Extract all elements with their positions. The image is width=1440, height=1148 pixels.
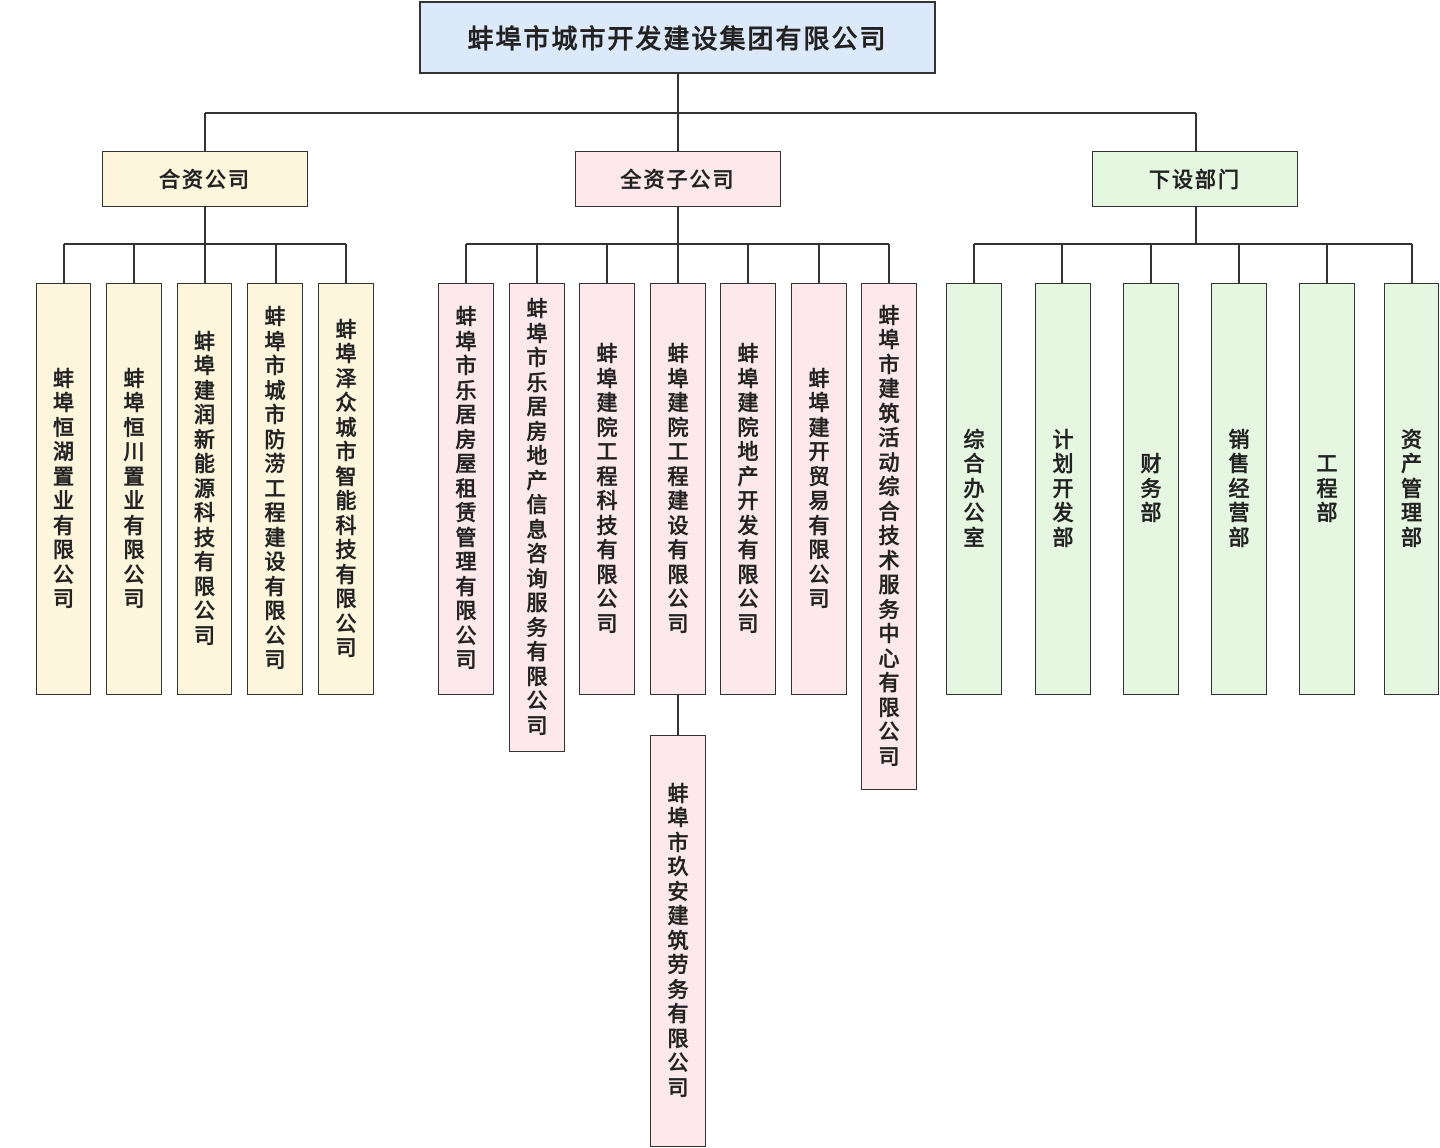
subsidiary-box: 蚌埠建开贸易有限公司 — [791, 283, 847, 695]
department-label: 工程部 — [1316, 452, 1338, 526]
department-box: 计划开发部 — [1035, 283, 1091, 695]
category-joint-venture: 合资公司 — [102, 151, 308, 207]
category-label: 全资子公司 — [620, 168, 736, 192]
jv-company-label: 蚌埠市城市防涝工程建设有限公司 — [264, 305, 286, 673]
department-box: 工程部 — [1299, 283, 1355, 695]
subsidiary-label: 蚌埠建院工程建设有限公司 — [667, 342, 689, 636]
root-company-box: 蚌埠市城市开发建设集团有限公司 — [419, 1, 936, 74]
subsidiary-box: 蚌埠建院工程建设有限公司 — [650, 283, 706, 695]
subsidiary-label: 蚌埠市乐居房屋租赁管理有限公司 — [455, 305, 477, 673]
category-label: 下设部门 — [1149, 168, 1241, 192]
department-label: 计划开发部 — [1052, 427, 1074, 550]
subsidiary-label: 蚌埠建院工程科技有限公司 — [596, 342, 618, 636]
jv-company-box: 蚌埠市城市防涝工程建设有限公司 — [247, 283, 303, 695]
jv-company-box: 蚌埠泽众城市智能科技有限公司 — [318, 283, 374, 695]
subsidiary-label: 蚌埠市建筑活动综合技术服务中心有限公司 — [878, 303, 900, 769]
sub-subsidiary-box: 蚌埠市玖安建筑劳务有限公司 — [650, 735, 706, 1147]
subsidiary-box: 蚌埠市乐居房屋租赁管理有限公司 — [438, 283, 494, 695]
subsidiary-label: 蚌埠建开贸易有限公司 — [808, 366, 830, 612]
subsidiary-box: 蚌埠建院工程科技有限公司 — [579, 283, 635, 695]
category-wholly-owned-subsidiaries: 全资子公司 — [575, 151, 781, 207]
jv-company-label: 蚌埠建润新能源科技有限公司 — [194, 329, 215, 648]
root-company-label: 蚌埠市城市开发建设集团有限公司 — [467, 25, 888, 55]
category-label: 合资公司 — [159, 168, 251, 192]
department-label: 资产管理部 — [1401, 427, 1422, 550]
subsidiary-box: 蚌埠建院地产开发有限公司 — [720, 283, 776, 695]
subsidiary-label: 蚌埠建院地产开发有限公司 — [737, 342, 759, 636]
department-box: 资产管理部 — [1384, 283, 1439, 695]
department-box: 财务部 — [1123, 283, 1179, 695]
jv-company-box: 蚌埠建润新能源科技有限公司 — [177, 283, 232, 695]
department-box: 综合办公室 — [946, 283, 1002, 695]
subsidiary-box: 蚌埠市建筑活动综合技术服务中心有限公司 — [861, 283, 917, 790]
jv-company-label: 蚌埠恒湖置业有限公司 — [53, 366, 74, 612]
sub-subsidiary-label: 蚌埠市玖安建筑劳务有限公司 — [667, 781, 689, 1100]
jv-company-label: 蚌埠恒川置业有限公司 — [123, 366, 145, 612]
department-label: 财务部 — [1140, 452, 1162, 526]
subsidiary-label: 蚌埠市乐居房地产信息咨询服务有限公司 — [526, 297, 548, 738]
jv-company-box: 蚌埠恒湖置业有限公司 — [36, 283, 91, 695]
department-label: 综合办公室 — [963, 427, 985, 550]
department-box: 销售经营部 — [1211, 283, 1267, 695]
department-label: 销售经营部 — [1228, 427, 1250, 550]
jv-company-label: 蚌埠泽众城市智能科技有限公司 — [335, 317, 357, 661]
subsidiary-box: 蚌埠市乐居房地产信息咨询服务有限公司 — [509, 283, 565, 752]
category-departments: 下设部门 — [1092, 151, 1298, 207]
jv-company-box: 蚌埠恒川置业有限公司 — [106, 283, 162, 695]
